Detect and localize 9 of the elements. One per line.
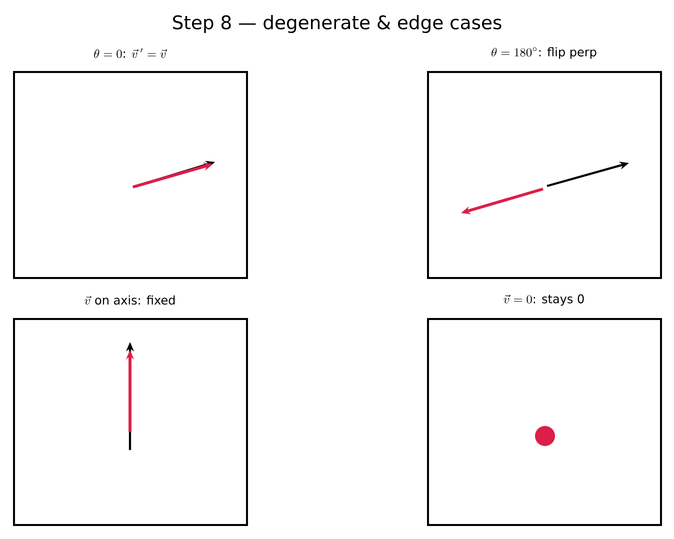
plot-panel: $\theta = 180^\circ\text{: flip perp}$ [427, 47, 662, 279]
node-label: $\vec{v} = 0\text{: stays 0}$ [504, 294, 584, 306]
figure-title: Step 8 — degenerate & edge cases [173, 14, 502, 34]
node-label: $\theta = 0\text{: }\vec{v}\,' = \vec{v}$ [94, 48, 168, 58]
node-label: $\theta = 180^\circ\text{: flip perp}$ [492, 47, 596, 59]
plot-panel: $\vec{v}\text{ on axis: fixed}$ [13, 295, 248, 526]
plot-panel: $\vec{v} = 0\text{: stays 0}$ [427, 294, 662, 526]
plot-panel: $\theta = 0\text{: }\vec{v}\,' = \vec{v}$ [13, 48, 248, 279]
node-label: $\vec{v}\text{ on axis: fixed}$ [84, 295, 175, 305]
